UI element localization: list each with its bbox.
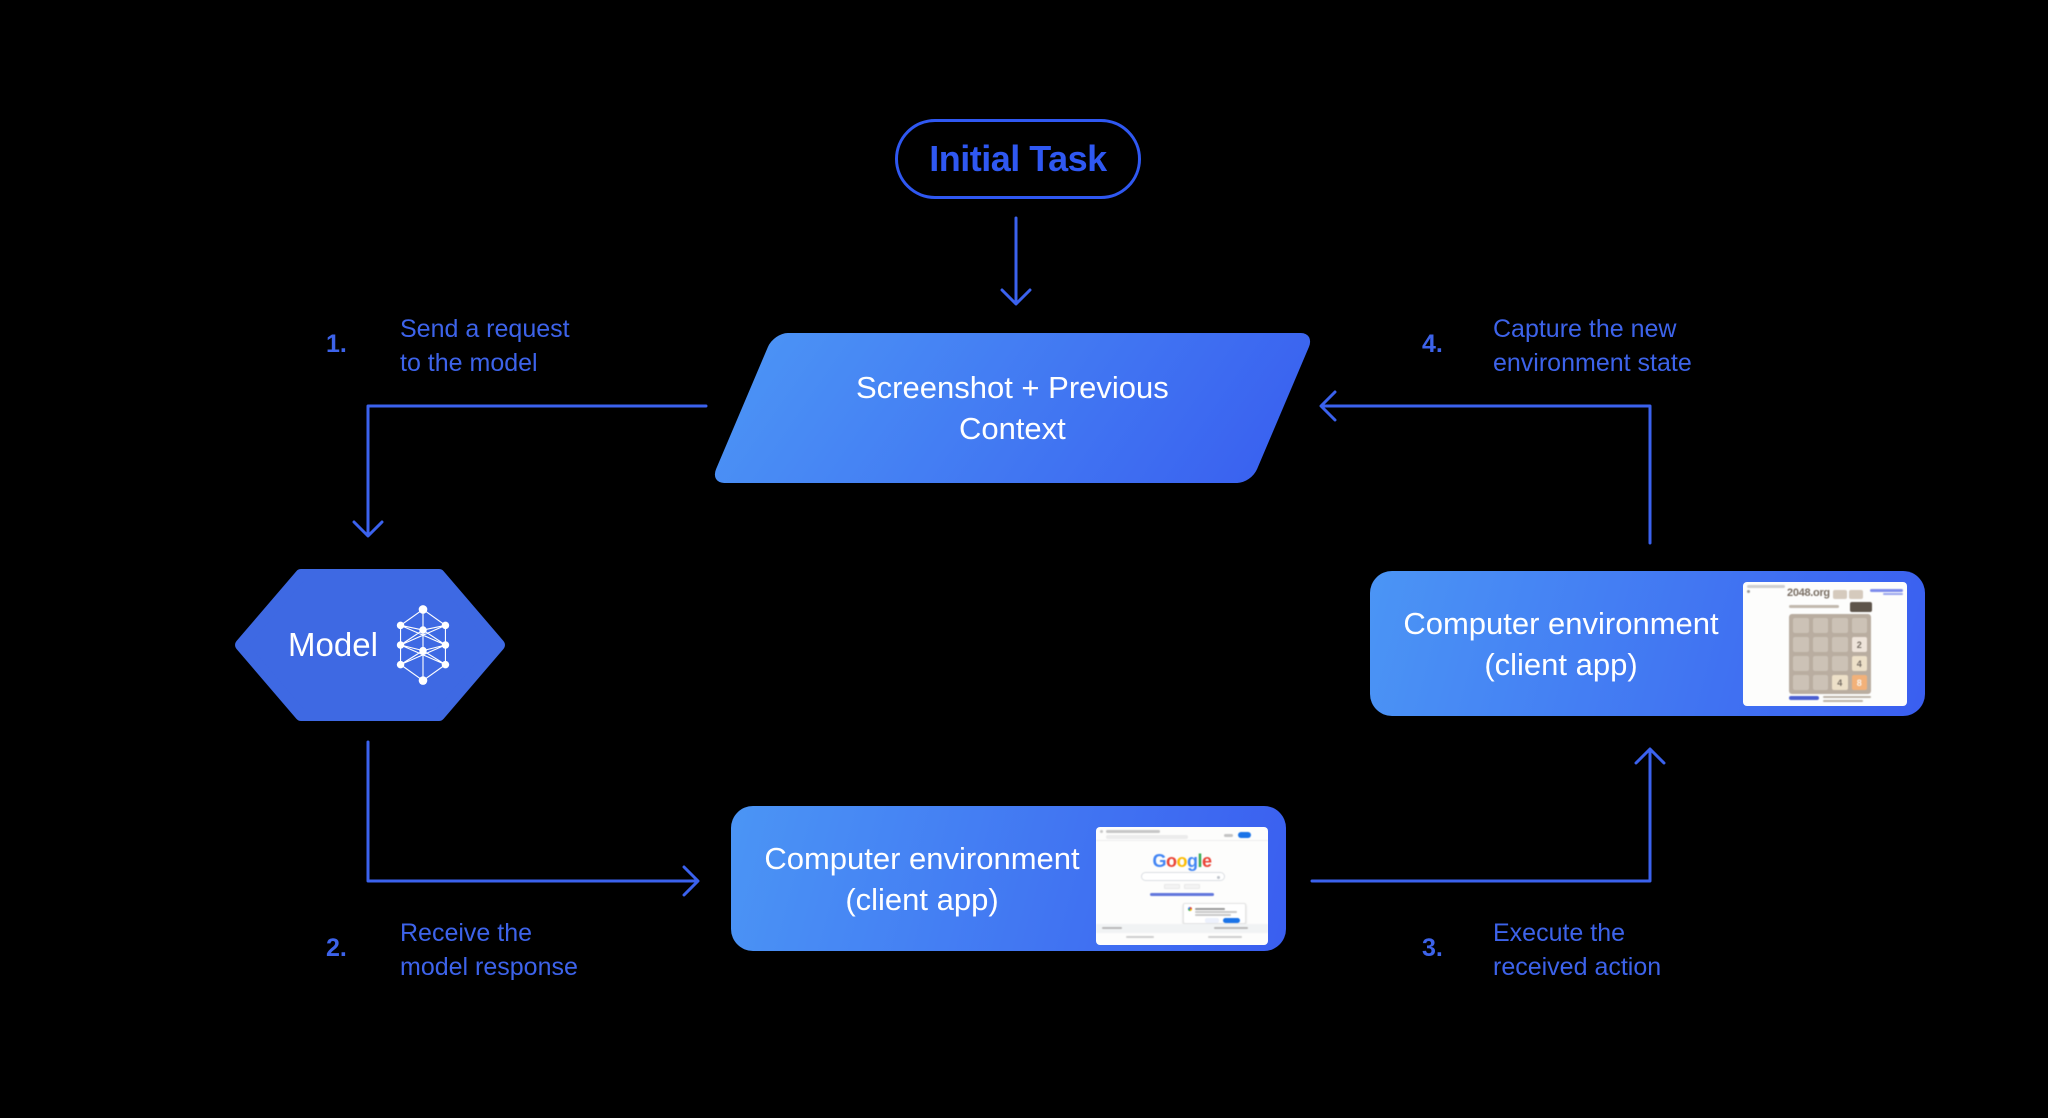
subtitle-text: [1789, 605, 1839, 608]
game-2048-cell: [1812, 618, 1828, 633]
google-search-input: [1141, 872, 1225, 881]
google-logo-letter: G: [1152, 851, 1166, 871]
screenshot-context-line2: Context: [959, 411, 1066, 446]
google-homepage-screenshot: Google: [1096, 827, 1268, 945]
step-1-number: 1.: [326, 330, 347, 358]
dialog-text-line: [1195, 907, 1225, 910]
footer-links: [1208, 936, 1242, 938]
game-2048-title: 2048.org: [1787, 587, 1830, 599]
new-game-button: [1850, 602, 1872, 612]
browser-window-dot: [1100, 830, 1103, 833]
footer-links: [1126, 936, 1154, 938]
computer-env-bottom-line1: Computer environment: [764, 840, 1080, 876]
game-2048-cell: [1832, 618, 1848, 633]
model-node-shape: [235, 569, 505, 721]
game-2048-cell: [1812, 637, 1828, 652]
arrow-env-bottom-to-env-right: [1310, 747, 1666, 883]
google-g-icon: [1188, 907, 1192, 911]
computer-env-bottom-node: Computer environment (client app) Google: [731, 806, 1286, 951]
step-1-label: Send a request to the model: [400, 315, 570, 377]
google-logo-letter: e: [1202, 851, 1212, 871]
feeling-lucky-button: [1184, 884, 1200, 889]
step-3-number: 3.: [1422, 934, 1443, 962]
game-2048-cell: 2: [1851, 637, 1867, 652]
header-link: [1870, 589, 1903, 592]
google-signin-dialog: [1183, 903, 1246, 924]
google-logo-letter: o: [1165, 851, 1177, 871]
step-2-label: Receive the model response: [400, 919, 578, 981]
game-link: [1789, 696, 1819, 700]
browser-back-icon: [1747, 590, 1750, 593]
header-link: [1883, 593, 1903, 596]
computer-env-right-line1: Computer environment: [1403, 605, 1719, 641]
google-offered-link: [1150, 893, 1214, 896]
google-logo: Google: [1096, 851, 1268, 872]
game-2048-cell: [1793, 618, 1809, 633]
game-2048-cell: 4: [1832, 675, 1848, 690]
step-3-label: Execute the received action: [1493, 919, 1662, 981]
game-2048-cell: [1793, 637, 1809, 652]
game-2048-cell: [1832, 637, 1848, 652]
arrow-screenshot-to-model: [352, 404, 708, 538]
computer-env-right-node: Computer environment (client app) 2048.o…: [1370, 571, 1925, 716]
arrow-env-right-to-screenshot: [1319, 390, 1652, 545]
best-score-box: [1849, 590, 1863, 599]
step-2-number: 2.: [326, 934, 347, 962]
initial-task-node: Initial Task: [895, 119, 1141, 199]
step-4-number: 4.: [1422, 330, 1443, 358]
footer-text: [1102, 927, 1122, 929]
stay-signed-out-button: [1205, 918, 1219, 923]
game-2048-cell: [1851, 618, 1867, 633]
model-node: Model: [240, 572, 500, 718]
footer-text: [1214, 927, 1248, 929]
model-label: Model: [288, 626, 378, 663]
game-caption: [1823, 696, 1871, 699]
google-search-button: [1164, 884, 1180, 889]
screenshot-context-node: Screenshot + Previous Context: [710, 333, 1315, 483]
game-2048-cell: 4: [1851, 656, 1867, 671]
step-4-label: Capture the new environment state: [1493, 315, 1692, 377]
browser-menu-dots: [1224, 834, 1233, 837]
arrow-model-to-env-bottom: [366, 740, 700, 897]
game-2048-cell: [1832, 656, 1848, 671]
browser-url-bar: [1106, 835, 1188, 839]
computer-env-right-line2: (client app): [1484, 646, 1638, 682]
signin-pill-button: [1238, 832, 1251, 838]
game-caption: [1823, 700, 1863, 703]
game-2048-cell: 8: [1851, 675, 1867, 690]
computer-env-bottom-line2: (client app): [845, 881, 999, 917]
browser-tab-text: [1106, 830, 1160, 833]
google-logo-letter: o: [1176, 851, 1187, 871]
arrow-initial-to-screenshot: [1000, 216, 1032, 306]
google-footer: [1096, 924, 1268, 933]
chrome-divider: [1096, 840, 1268, 841]
browser-tab-text: [1747, 585, 1785, 588]
dialog-text-line: [1195, 914, 1231, 916]
game-2048-cell: [1812, 675, 1828, 690]
game-2048-cell: [1793, 656, 1809, 671]
game-2048-cell: [1793, 675, 1809, 690]
game-2048-cell: [1812, 656, 1828, 671]
neural-network-icon: [396, 605, 450, 685]
dialog-signin-button: [1223, 917, 1240, 923]
score-box: [1833, 590, 1847, 599]
initial-task-label: Initial Task: [929, 138, 1107, 179]
dialog-text-line: [1195, 911, 1237, 913]
google-logo-letter: l: [1197, 851, 1202, 871]
screenshot-context-line1: Screenshot + Previous: [856, 370, 1169, 405]
search-mic-icon: [1217, 875, 1220, 879]
google-logo-letter: g: [1186, 851, 1198, 871]
